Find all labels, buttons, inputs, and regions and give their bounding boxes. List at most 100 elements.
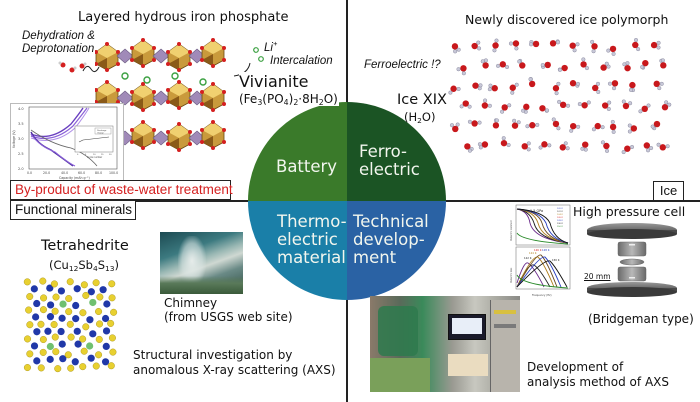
label-line: Ferro- xyxy=(359,142,408,161)
top-curves xyxy=(516,208,569,245)
copper-atom xyxy=(46,284,54,292)
sulfur-atom xyxy=(24,335,32,343)
oxygen-atom xyxy=(460,65,467,72)
plot-xlabel: Capacity (mAh g⁻¹) xyxy=(59,176,90,180)
plot-ytick: 4.0 xyxy=(18,107,24,111)
oxygen-atom xyxy=(580,61,587,68)
hydrogen-atom xyxy=(611,51,616,56)
label-line: Technical xyxy=(353,212,429,231)
sulfur-atom xyxy=(51,307,59,315)
sulfur-atom xyxy=(26,350,34,358)
oxygen-atom xyxy=(570,122,577,130)
squiggle-arrow-icon xyxy=(82,65,100,73)
inset-xtick: 5 xyxy=(85,154,87,156)
divider-vertical-top xyxy=(346,0,348,104)
oxygen-atom xyxy=(591,43,598,50)
oxygen-atom xyxy=(539,105,546,112)
formula-sub: 4 xyxy=(92,264,98,273)
temp-label: 150 K xyxy=(552,258,560,262)
hydrogen-atom xyxy=(600,125,605,130)
quadrant-ferroelectric[interactable] xyxy=(347,102,446,201)
copper-atom xyxy=(102,327,111,335)
oxygen-atom xyxy=(569,42,576,49)
caption-line: anomalous X-ray scattering (AXS) xyxy=(133,363,336,377)
oxygen-atom xyxy=(603,142,610,150)
label-line: develop- xyxy=(353,230,425,249)
oxygen-atom xyxy=(552,120,560,128)
oxygen-atom xyxy=(482,62,489,69)
hydrogen-atom xyxy=(656,142,661,147)
ice-tag: Ice xyxy=(653,181,684,201)
dehydration-label: Dehydration & Deprotonation xyxy=(22,30,95,56)
formula-part: O) xyxy=(421,110,436,124)
oxygen-atom xyxy=(600,64,607,71)
sulfur-atom xyxy=(52,293,60,301)
battery-quadrant-label: Battery xyxy=(276,157,338,176)
hydrogen-atom xyxy=(628,87,633,92)
legend-item: 122 K xyxy=(557,211,563,213)
sulfur-atom xyxy=(52,348,60,356)
formula-part: (PO xyxy=(262,92,284,106)
sulfur-atom xyxy=(39,306,47,314)
intercalation-label: Intercalation xyxy=(270,55,333,67)
oxygen-atom xyxy=(641,105,648,113)
hydrogen-atom xyxy=(467,104,472,109)
copper-atom xyxy=(46,313,55,321)
hydrogen-atom xyxy=(611,129,616,134)
quadrant-thermoelectric[interactable] xyxy=(248,201,347,300)
sulfur-atom xyxy=(107,319,115,327)
plot-ytick: 2.0 xyxy=(18,167,24,171)
formula-sub: 13 xyxy=(105,264,115,273)
oxygen-atom xyxy=(541,141,548,148)
hydrogen-atom xyxy=(492,48,497,53)
oxygen-atom xyxy=(492,42,499,49)
dehydration-line2: Deprotonation xyxy=(22,43,95,55)
oxygen-atom xyxy=(462,100,469,107)
hydrogen-atom xyxy=(453,49,458,54)
hydrogen-atom xyxy=(627,129,632,134)
oxygen-atom xyxy=(500,139,508,147)
hydrogen-atom xyxy=(449,123,454,128)
hydrogen-atom xyxy=(566,103,571,108)
oxygen-atom xyxy=(509,84,516,91)
quadrant-battery[interactable] xyxy=(248,102,347,201)
hydrogen-atom xyxy=(521,108,526,113)
copper-atom xyxy=(89,330,97,338)
hydrogen-atom xyxy=(538,145,543,150)
hydrogen-atom xyxy=(510,90,515,95)
hydrogen-atom xyxy=(467,119,472,124)
sulfur-atom xyxy=(67,364,75,372)
ice-formula: (H2O) xyxy=(404,110,435,124)
oxygen-atom xyxy=(452,125,459,133)
sulfur-atom xyxy=(80,347,88,355)
hydrogen-atom xyxy=(526,147,531,152)
copper-atom xyxy=(72,301,80,310)
hydrogen-atom xyxy=(575,42,580,47)
sulfur-atom xyxy=(96,293,104,301)
hydrogen-atom xyxy=(477,120,482,125)
hydrogen-atom xyxy=(575,81,580,86)
inset-xlabel: Cycle number xyxy=(87,156,102,159)
oxygen-atom xyxy=(609,45,617,53)
legend-item: 120 K xyxy=(557,208,563,210)
copper-atom xyxy=(44,327,52,335)
oxygen-atom xyxy=(471,120,478,127)
sulfur-atom xyxy=(109,348,117,356)
plot-xtick: 20.0 xyxy=(43,171,50,175)
formula-part: (H xyxy=(404,110,418,124)
inset-xtick: 10 xyxy=(93,154,96,156)
temp-label: 124 K xyxy=(529,251,537,255)
hydrogen-atom xyxy=(656,45,661,50)
hydrogen-atom xyxy=(667,102,672,107)
quadrant-technical[interactable] xyxy=(347,201,446,300)
hydrogen-atom xyxy=(569,128,574,133)
bridgeman-type-label: (Bridgeman type) xyxy=(588,312,694,326)
hydrogen-atom xyxy=(607,100,612,105)
sulfur-atom xyxy=(79,335,87,343)
hydrogen-atom xyxy=(584,66,589,71)
sulfur-atom xyxy=(39,335,47,343)
battery-plot: 4.0 3.5 3.0 2.5 2.0 0.0 20.0 40.0 60.0 8… xyxy=(12,106,118,180)
hydrogen-atom xyxy=(461,71,466,76)
copper-atom xyxy=(57,287,66,295)
oxygen-atom xyxy=(549,40,557,47)
